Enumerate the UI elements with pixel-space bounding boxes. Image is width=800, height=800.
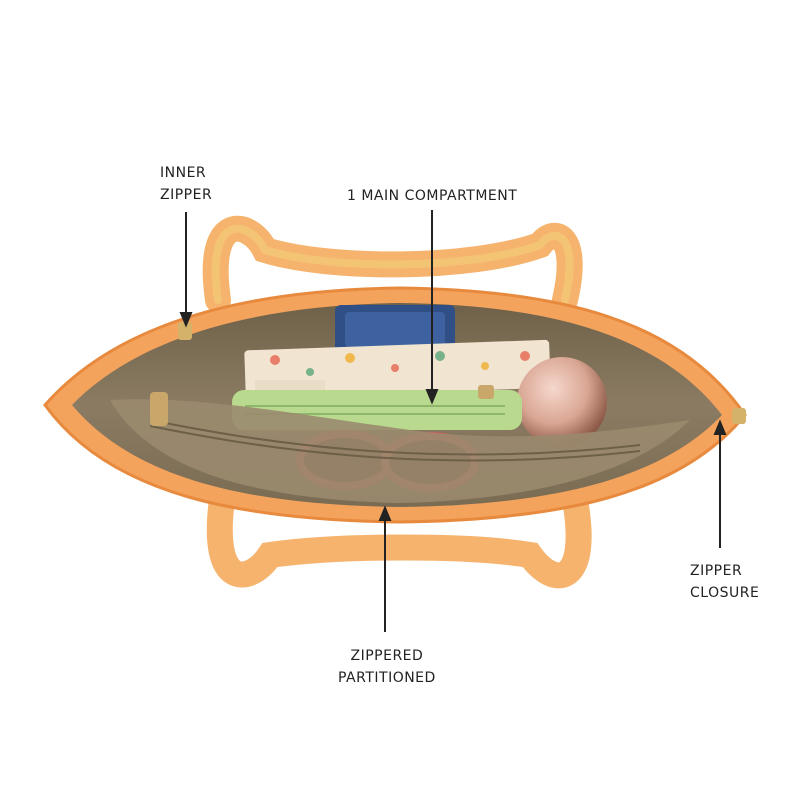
label-zippered-partitioned-line2: PARTITIONED xyxy=(338,670,436,686)
partition-zipper-pull xyxy=(150,392,168,426)
label-zipper-closure-line1: ZIPPER xyxy=(690,563,743,579)
inner-zipper-pull xyxy=(178,322,192,340)
annotation-arrows xyxy=(179,210,727,632)
label-main-compartment-line1: 1 MAIN COMPARTMENT xyxy=(347,188,518,204)
label-zippered-partitioned: ZIPPERED PARTITIONED xyxy=(338,645,436,689)
zippered-partition-panel xyxy=(110,399,690,503)
label-main-compartment: 1 MAIN COMPARTMENT xyxy=(347,185,517,207)
label-zippered-partitioned-line1: ZIPPERED xyxy=(350,648,424,664)
closure-zipper-pull xyxy=(732,408,746,424)
label-inner-zipper: INNER ZIPPER xyxy=(160,162,212,206)
front-handle xyxy=(206,487,592,589)
label-zipper-closure-line2: CLOSURE xyxy=(690,585,760,601)
floral-notebook xyxy=(244,339,551,399)
rose-gold-compact xyxy=(517,357,607,447)
label-zipper-closure: ZIPPER CLOSURE xyxy=(690,560,759,604)
label-inner-zipper-line1: INNER xyxy=(160,165,207,181)
label-inner-zipper-line2: ZIPPER xyxy=(160,187,213,203)
